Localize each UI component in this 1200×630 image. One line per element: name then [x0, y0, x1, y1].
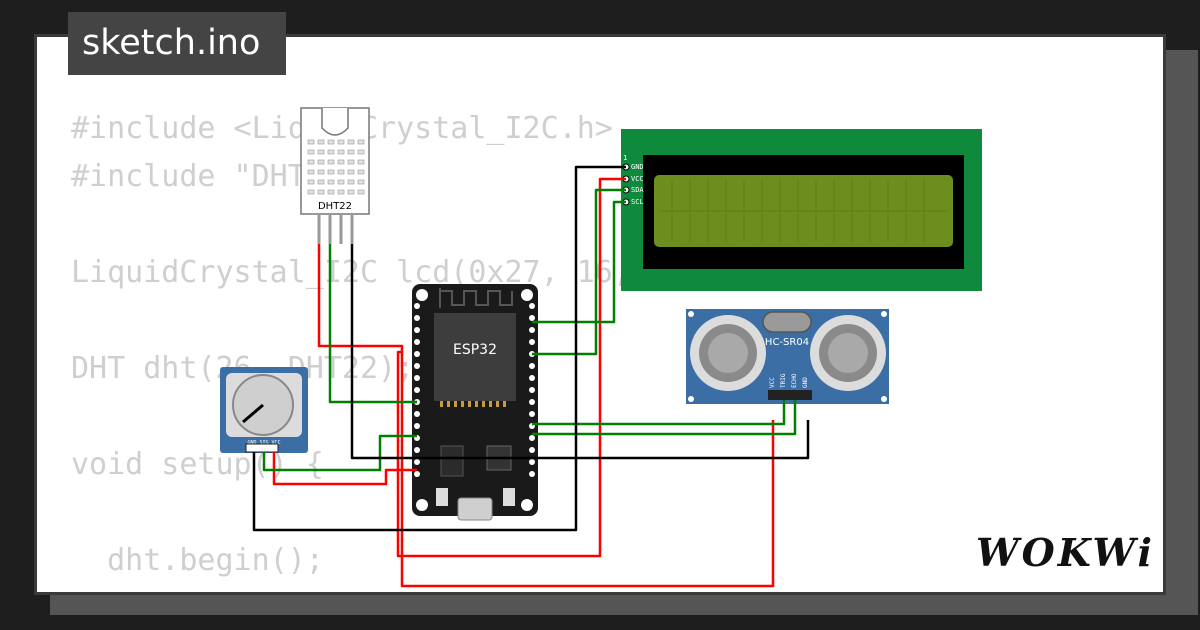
- wire-gnd[interactable]: [252, 165, 626, 532]
- wire-vcc[interactable]: [317, 244, 775, 588]
- esp32-module-pads: [440, 401, 506, 407]
- mount-hole: [881, 396, 887, 402]
- code-line: pinMode(12, INPUT);: [71, 585, 703, 592]
- file-name-tab[interactable]: sketch.ino: [68, 12, 286, 75]
- wire-signal[interactable]: [532, 400, 797, 436]
- lcd-pin-vcc: VCC: [631, 175, 644, 183]
- esp32-module: [434, 313, 516, 401]
- esp32-board[interactable]: ESP32: [412, 284, 538, 521]
- code-line: dht.begin();: [71, 543, 324, 578]
- lcd-display[interactable]: 1 GND VCC SDA SCL: [621, 129, 982, 291]
- wokwi-logo[interactable]: WOKWi: [976, 530, 1155, 575]
- dht22-label: DHT22: [318, 201, 352, 212]
- potentiometer-header[interactable]: [245, 443, 279, 453]
- wire-signal[interactable]: [532, 200, 626, 324]
- wire-signal[interactable]: [532, 400, 786, 426]
- ultrasonic-header[interactable]: [768, 390, 812, 400]
- ultrasonic-pin-echo: ECHO: [791, 373, 798, 388]
- lcd-pin1-label: 1: [623, 154, 627, 162]
- esp32-left-header[interactable]: [414, 303, 420, 477]
- mount-hole: [521, 499, 533, 511]
- antenna-trace: [439, 288, 513, 308]
- mount-hole: [881, 311, 887, 317]
- mount-hole: [416, 289, 428, 301]
- mount-hole: [688, 396, 694, 402]
- wire-gnd[interactable]: [350, 244, 810, 460]
- mount-hole: [416, 499, 428, 511]
- wire-signal[interactable]: [262, 434, 417, 472]
- dht22-notch: [321, 108, 349, 136]
- mount-hole: [688, 311, 694, 317]
- ultrasonic-label: HC-SR04: [765, 337, 809, 348]
- potentiometer-pin-labels: GND SIG VCC: [247, 440, 280, 446]
- lcd-pin-scl: SCL: [631, 198, 644, 206]
- wires: [252, 165, 810, 588]
- lcd-pin-sda: SDA: [631, 186, 644, 194]
- dht22-grille: [307, 139, 365, 195]
- code-line: #include <LiquidCrystal_I2C.h>: [71, 111, 613, 146]
- voltage-regulator: [440, 445, 464, 477]
- potentiometer[interactable]: GND SIG VCC: [220, 367, 308, 453]
- crystal-oscillator: [762, 311, 812, 333]
- ultrasonic-pin-vcc: VCC: [769, 377, 776, 388]
- dht22-sensor[interactable]: DHT22: [300, 107, 370, 244]
- micro-usb-port[interactable]: [457, 497, 493, 521]
- ultrasonic-transducer-right: [810, 315, 886, 391]
- boot-button[interactable]: [436, 488, 448, 506]
- code-line: #include "DHT.h": [71, 159, 360, 194]
- wire-vcc[interactable]: [396, 177, 626, 558]
- ultrasonic-pin-gnd: GND: [802, 377, 809, 388]
- lcd-pin-gnd: GND: [631, 163, 644, 171]
- mount-hole: [521, 289, 533, 301]
- wire-vcc[interactable]: [272, 452, 417, 486]
- ultrasonic-transducer-left: [690, 315, 766, 391]
- ultrasonic-pin-trig: TRIG: [780, 373, 787, 388]
- enable-button[interactable]: [503, 488, 515, 506]
- esp32-label: ESP32: [453, 342, 497, 358]
- wire-signal[interactable]: [328, 244, 417, 404]
- potentiometer-indicator: [242, 403, 264, 424]
- esp32-right-header[interactable]: [529, 303, 535, 477]
- wire-signal[interactable]: [532, 188, 626, 356]
- dht22-pins[interactable]: [317, 214, 354, 244]
- ultrasonic-sensor[interactable]: HC-SR04 VCC TRIG ECHO GND: [686, 309, 889, 404]
- lcd-char-cells: [660, 180, 948, 242]
